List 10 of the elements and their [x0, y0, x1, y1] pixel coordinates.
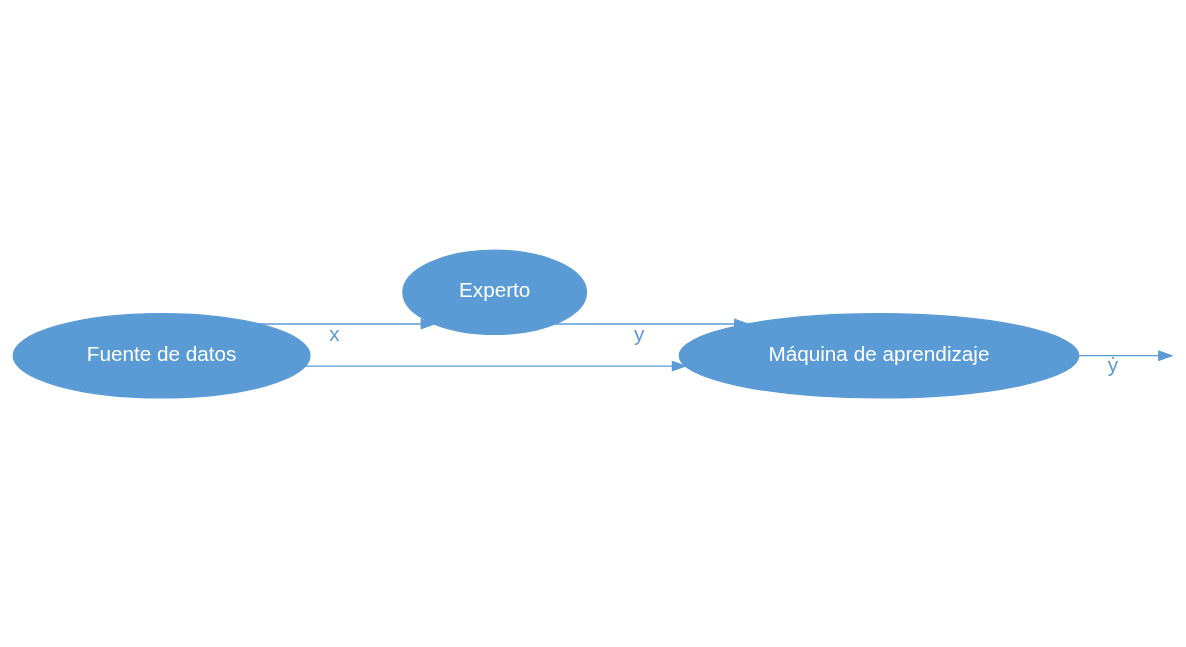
- edge-label: y: [633, 321, 645, 345]
- node-ellipse: Máquina de aprendizaje: [678, 312, 1080, 398]
- arrow: [554, 318, 750, 329]
- node-ellipse: Fuente de datos: [12, 312, 311, 398]
- arrow: [1077, 349, 1174, 361]
- node-ellipse: Experto: [402, 249, 588, 335]
- arrow: [258, 318, 437, 329]
- edge-label: ẏ: [1107, 352, 1119, 376]
- edge-label: x: [329, 321, 340, 345]
- arrow: [304, 360, 688, 372]
